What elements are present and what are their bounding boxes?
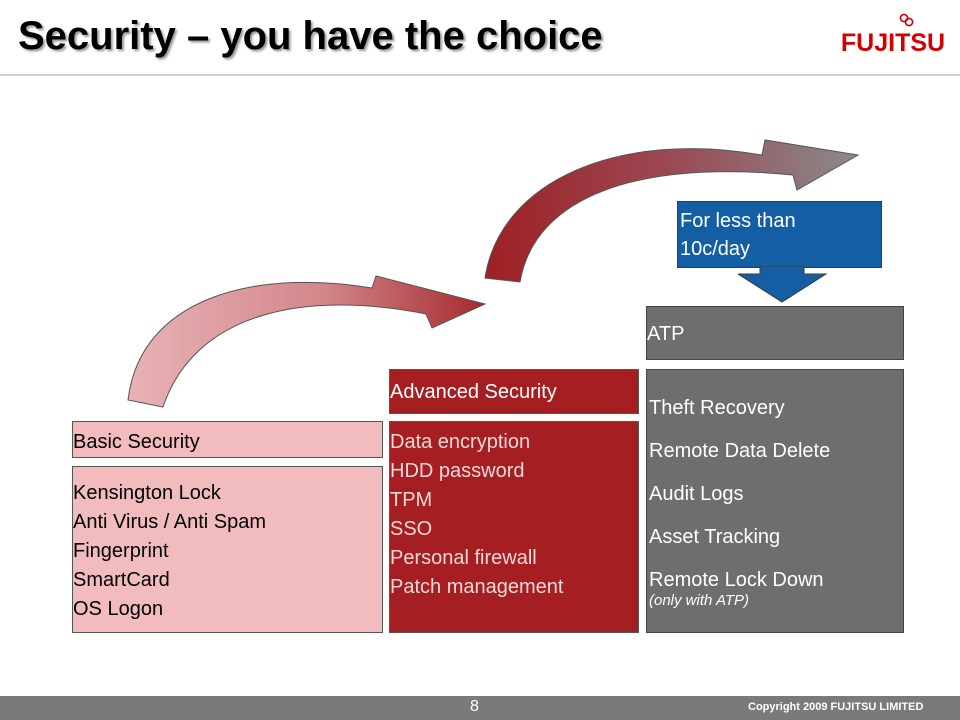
atp-title: ATP <box>647 323 685 345</box>
logo-wordmark: FUJITSU <box>841 29 945 57</box>
price-line-1: For less than <box>680 210 796 232</box>
atp-item-remote-data-delete: Remote Data Delete <box>649 440 831 462</box>
curved-arrow-basic-to-advanced <box>127 275 487 408</box>
copyright-text: Copyright 2009 FUJITSU LIMITED <box>748 701 924 713</box>
basic-security-list: Kensington Lock Anti Virus / Anti Spam F… <box>72 466 383 633</box>
price-line-2: 10c/day <box>680 238 751 260</box>
curved-arrow-advanced-to-atp <box>484 139 860 283</box>
atp-header: ATP <box>646 306 904 360</box>
atp-item-audit-logs: Audit Logs <box>649 483 744 505</box>
advanced-security-header: Advanced Security <box>389 369 639 414</box>
advanced-item-tpm: TPM <box>390 489 433 511</box>
fujitsu-logo: FUJITSU <box>841 13 945 57</box>
atp-item-remote-lock-down: Remote Lock Down <box>649 569 824 591</box>
advanced-item-sso: SSO <box>390 518 433 540</box>
slide-title: Security – you have the choice <box>18 14 603 58</box>
advanced-item-personal-firewall: Personal firewall <box>390 547 537 569</box>
atp-note: (only with ATP) <box>649 592 750 609</box>
basic-item-fingerprint: Fingerprint <box>73 540 169 562</box>
basic-item-kensington-lock: Kensington Lock <box>73 482 221 504</box>
basic-item-smartcard: SmartCard <box>73 569 170 591</box>
basic-item-anti-virus: Anti Virus / Anti Spam <box>73 511 267 533</box>
basic-item-os-logon: OS Logon <box>73 598 164 620</box>
price-callout: For less than 10c/day <box>677 201 882 268</box>
advanced-item-patch-management: Patch management <box>390 576 564 598</box>
atp-feature-list: Theft Recovery Remote Data Delete Audit … <box>646 369 904 633</box>
atp-item-asset-tracking: Asset Tracking <box>649 526 781 548</box>
basic-security-title: Basic Security <box>73 431 200 453</box>
footer-bar <box>0 696 960 720</box>
advanced-item-hdd-password: HDD password <box>390 460 525 482</box>
basic-security-header: Basic Security <box>72 421 383 458</box>
advanced-security-title: Advanced Security <box>390 381 557 403</box>
atp-item-theft-recovery: Theft Recovery <box>649 397 785 419</box>
page-number: 8 <box>470 698 479 715</box>
advanced-security-list: Data encryption HDD password TPM SSO Per… <box>389 421 639 633</box>
title-divider <box>0 74 960 76</box>
down-arrow-icon <box>738 266 828 303</box>
advanced-item-data-encryption: Data encryption <box>390 431 531 453</box>
